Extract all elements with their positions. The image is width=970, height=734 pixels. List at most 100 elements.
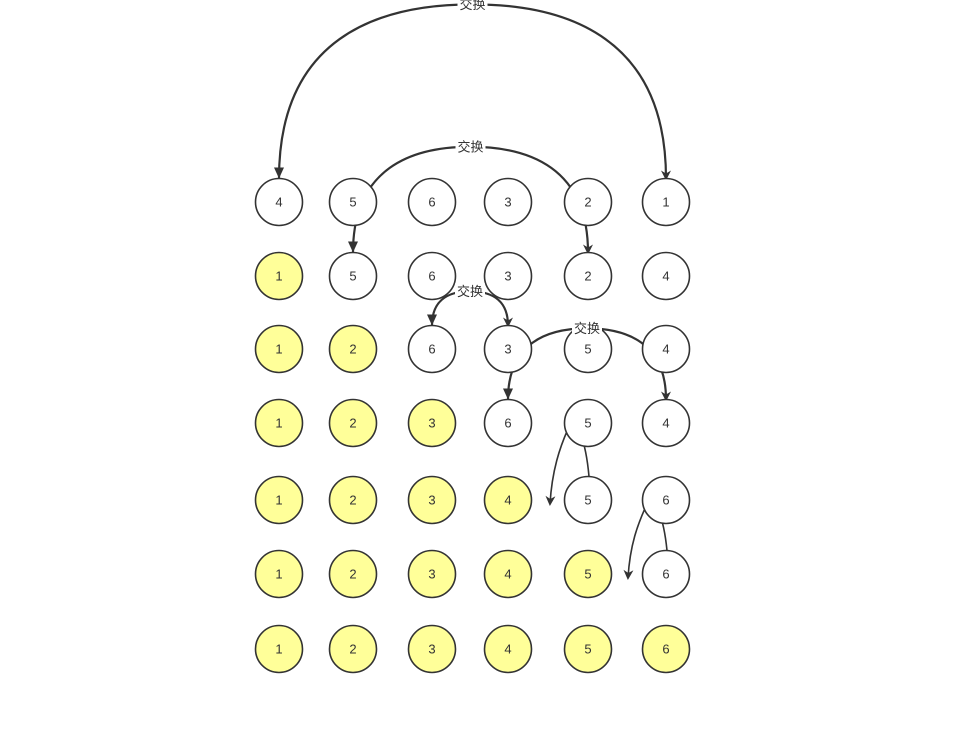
swap-label: 交换: [457, 139, 483, 154]
node-value: 6: [428, 342, 435, 357]
node-r5-c0: 1: [254, 549, 304, 599]
node-r3-c0: 1: [254, 398, 304, 448]
node-value: 5: [584, 567, 591, 582]
swap-arrowhead-start-2: [427, 314, 437, 326]
node-value: 2: [349, 642, 356, 657]
node-value: 2: [349, 342, 356, 357]
node-circle: [254, 549, 304, 599]
node-value: 2: [349, 416, 356, 431]
node-circle: [407, 475, 457, 525]
node-r4-c4: 5: [563, 475, 613, 525]
node-circle: [254, 251, 304, 301]
swap-arrowhead-start-0: [274, 167, 284, 179]
node-circle: [407, 251, 457, 301]
node-r0-c0: 4: [254, 177, 304, 227]
node-value: 3: [504, 342, 511, 357]
node-circle: [483, 549, 533, 599]
node-r1-c5: 4: [641, 251, 691, 301]
node-r2-c1: 2: [328, 324, 378, 374]
node-r3-c2: 3: [407, 398, 457, 448]
node-circle: [641, 324, 691, 374]
node-value: 6: [428, 269, 435, 284]
node-circle: [483, 324, 533, 374]
swap-label-bg: [455, 138, 486, 155]
node-value: 1: [275, 269, 282, 284]
swap-label: 交换: [457, 284, 483, 299]
node-circle: [563, 549, 613, 599]
node-circle: [563, 251, 613, 301]
node-value: 1: [275, 642, 282, 657]
node-circle: [254, 177, 304, 227]
node-r6-c3: 4: [483, 624, 533, 674]
node-r6-c2: 3: [407, 624, 457, 674]
node-value: 4: [504, 493, 511, 508]
node-r5-c3: 4: [483, 549, 533, 599]
node-r4-c2: 3: [407, 475, 457, 525]
node-circle: [254, 475, 304, 525]
node-r0-c4: 2: [563, 177, 613, 227]
node-circle: [563, 475, 613, 525]
node-r5-c5: 6: [641, 549, 691, 599]
node-value: 6: [662, 567, 669, 582]
node-value: 4: [504, 567, 511, 582]
node-value: 1: [275, 493, 282, 508]
node-value: 3: [504, 269, 511, 284]
node-value: 3: [428, 642, 435, 657]
node-circle: [641, 624, 691, 674]
node-value: 6: [662, 642, 669, 657]
node-circle: [407, 177, 457, 227]
node-value: 2: [584, 195, 591, 210]
node-circle: [483, 251, 533, 301]
node-circle: [328, 398, 378, 448]
node-circle: [483, 475, 533, 525]
node-circle: [483, 398, 533, 448]
node-value: 4: [662, 269, 669, 284]
node-value: 5: [349, 269, 356, 284]
node-r1-c3: 3: [483, 251, 533, 301]
node-r5-c1: 2: [328, 549, 378, 599]
node-value: 3: [428, 493, 435, 508]
node-r2-c3: 3: [483, 324, 533, 374]
node-value: 3: [504, 195, 511, 210]
node-r0-c2: 6: [407, 177, 457, 227]
node-r4-c3: 4: [483, 475, 533, 525]
node-r5-c4: 5: [563, 549, 613, 599]
node-r2-c0: 1: [254, 324, 304, 374]
node-r4-c5: 6: [641, 475, 691, 525]
node-value: 6: [504, 416, 511, 431]
node-r1-c0: 1: [254, 251, 304, 301]
node-value: 4: [662, 416, 669, 431]
node-value: 3: [428, 416, 435, 431]
swap-label: 交换: [459, 0, 485, 12]
node-circle: [641, 475, 691, 525]
node-circle: [328, 251, 378, 301]
node-circle: [641, 549, 691, 599]
node-value: 5: [349, 195, 356, 210]
node-r4-c0: 1: [254, 475, 304, 525]
node-circle: [407, 624, 457, 674]
node-value: 4: [662, 342, 669, 357]
node-circle: [483, 177, 533, 227]
node-value: 1: [662, 195, 669, 210]
node-value: 4: [275, 195, 282, 210]
node-r0-c5: 1: [641, 177, 691, 227]
node-circle: [328, 624, 378, 674]
node-r6-c4: 5: [563, 624, 613, 674]
node-r0-c3: 3: [483, 177, 533, 227]
node-value: 5: [584, 493, 591, 508]
node-r2-c2: 6: [407, 324, 457, 374]
node-value: 1: [275, 342, 282, 357]
node-circle: [407, 324, 457, 374]
swap-label-bg: [572, 320, 602, 337]
node-value: 2: [349, 493, 356, 508]
node-circle: [407, 398, 457, 448]
node-value: 3: [428, 567, 435, 582]
node-circle: [641, 177, 691, 227]
node-value: 6: [662, 493, 669, 508]
node-r3-c4: 5: [563, 398, 613, 448]
node-value: 1: [275, 567, 282, 582]
node-r6-c1: 2: [328, 624, 378, 674]
node-r6-c5: 6: [641, 624, 691, 674]
